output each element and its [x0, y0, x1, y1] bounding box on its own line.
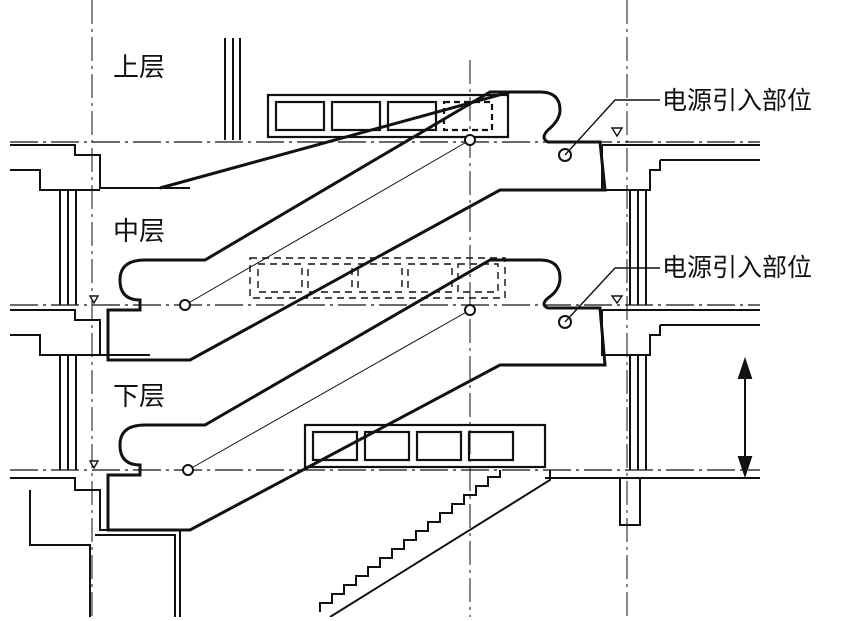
arrow-down-icon [737, 456, 753, 479]
axis-lines [91, 0, 628, 617]
level-markers [88, 127, 624, 470]
level-triangle-icon [88, 295, 100, 305]
floor-label-upper: 上层 [113, 53, 165, 83]
upper-escalator [106, 90, 607, 362]
level-triangle-icon [610, 295, 624, 305]
lower-truss-box [303, 423, 547, 469]
floor-label-lower: 下层 [113, 382, 165, 412]
upper-escalator-axis [184, 139, 471, 306]
upper-pivot-top [464, 134, 476, 146]
level-triangle-icon [88, 460, 100, 470]
upper-pivot-bottom [179, 299, 191, 311]
callout-label-upper-power-entry: 电源引入部位 [662, 86, 812, 115]
upper-truss-box [266, 93, 510, 139]
lower-pivot-bottom [182, 464, 194, 476]
lower-escalator [106, 258, 607, 532]
middle-truss-box [249, 257, 506, 299]
floor-label-middle: 中层 [113, 217, 165, 247]
arrow-up-icon [737, 356, 753, 379]
level-triangle-icon [610, 127, 624, 138]
callout-label-middle-power-entry: 电源引入部位 [662, 253, 812, 282]
height-dimension [737, 356, 753, 479]
staircase [319, 470, 551, 618]
lower-pivot-top [464, 304, 476, 316]
callout-leaders [564, 99, 660, 323]
floor-level-lines [10, 141, 760, 471]
lower-escalator-axis [187, 309, 471, 471]
